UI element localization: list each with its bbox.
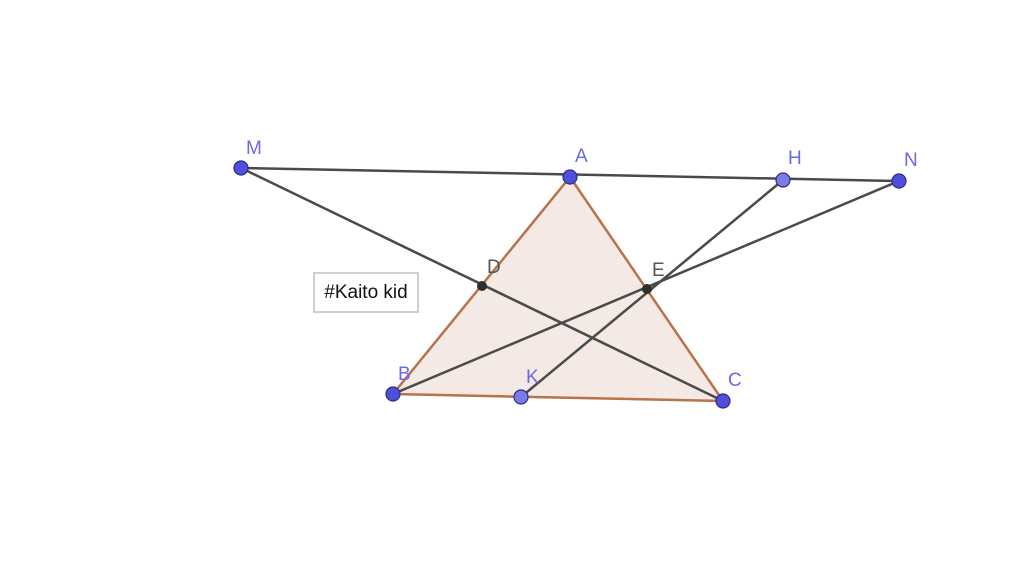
label-a: A <box>575 146 588 167</box>
label-m: M <box>246 138 262 159</box>
point-c[interactable] <box>715 393 731 409</box>
segment-kh <box>520 179 784 398</box>
point-d[interactable] <box>477 281 487 291</box>
point-m[interactable] <box>233 160 249 176</box>
label-b: B <box>398 364 411 385</box>
label-c: C <box>728 370 742 391</box>
label-d: D <box>487 257 501 278</box>
label-e: E <box>652 260 665 281</box>
point-e[interactable] <box>642 284 652 294</box>
caption-text: #Kaito kid <box>324 281 408 303</box>
label-h: H <box>788 148 802 169</box>
label-n: N <box>904 150 918 171</box>
point-n[interactable] <box>891 173 907 189</box>
point-k[interactable] <box>513 389 529 405</box>
label-k: K <box>526 367 539 388</box>
point-b[interactable] <box>385 386 401 402</box>
caption-textbox[interactable]: #Kaito kid <box>313 272 419 313</box>
point-h[interactable] <box>775 172 791 188</box>
point-a[interactable] <box>562 169 578 185</box>
